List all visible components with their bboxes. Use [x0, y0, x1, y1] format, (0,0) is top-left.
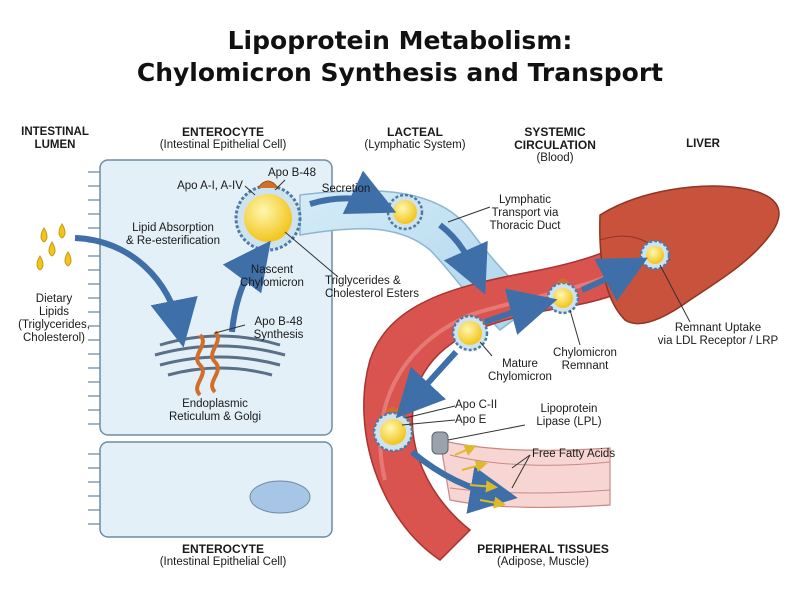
label-free-fatty-acids: Free Fatty Acids [532, 448, 616, 460]
header-enterocyte-top-sub: (Intestinal Epithelial Cell) [159, 139, 287, 151]
microvilli [88, 171, 100, 425]
chylomicron-lacteal [386, 193, 424, 231]
leader-lines [214, 179, 691, 489]
header-enterocyte-bottom-name: ENTEROCYTE [181, 542, 264, 556]
lpl-enzyme-icon [431, 431, 449, 455]
lipid-droplets-icon [36, 223, 72, 271]
liver [599, 185, 780, 325]
remnant-in-liver [639, 239, 671, 271]
nascent-chylomicron [234, 180, 302, 252]
label-dietary-lipids: Dietary Lipids (Triglycerides, Cholester… [18, 293, 90, 344]
ffa-arrows [454, 444, 506, 509]
title-line2: Chylomicron Synthesis and Transport [136, 58, 664, 87]
header-peripheral-sub: (Adipose, Muscle) [496, 556, 590, 568]
header-liver: LIVER [686, 138, 720, 150]
nucleus [249, 480, 311, 514]
header-systemic-sub: (Blood) [536, 152, 574, 164]
flow-arrows [74, 170, 648, 514]
header-peripheral-name: PERIPHERAL TISSUES [477, 542, 609, 556]
title-line1: Lipoprotein Metabolism: [227, 26, 573, 55]
label-lipid-absorption: Lipid Absorption & Re-esterification [126, 222, 220, 247]
header-enterocyte-bottom: ENTEROCYTE (Intestinal Epithelial Cell) [143, 543, 303, 569]
chylomicron-capillary [372, 407, 414, 453]
label-chylomicron-remnant: Chylomicron Remnant [553, 347, 617, 372]
label-apo-ai: Apo A-I, A-IV [177, 180, 243, 192]
label-apo-cii: Apo C-II [455, 399, 498, 411]
label-tg-ce: Triglycerides & Cholesterol Esters [325, 275, 419, 300]
label-mature-chylomicron: Mature Chylomicron [488, 358, 552, 383]
header-lacteal: LACTEAL (Lymphatic System) [355, 126, 475, 152]
header-peripheral: PERIPHERAL TISSUES (Adipose, Muscle) [468, 543, 618, 569]
label-apo-e: Apo E [455, 414, 487, 426]
header-lacteal-name: LACTEAL [387, 125, 443, 139]
label-lymphatic-transport: Lymphatic Transport via Thoracic Duct [489, 194, 561, 232]
enterocyte-cell-top [88, 159, 333, 436]
label-er-golgi: Endoplasmic Reticulum & Golgi [168, 398, 262, 423]
label-secretion: Secretion [321, 183, 371, 195]
header-systemic: SYSTEMIC CIRCULATION (Blood) [500, 126, 610, 165]
label-apo-b48: Apo B-48 [268, 167, 316, 179]
mature-chylomicron [451, 314, 489, 352]
enterocyte-cell-bottom [88, 441, 333, 538]
header-enterocyte-top-name: ENTEROCYTE [181, 125, 264, 139]
header-systemic-name: SYSTEMIC CIRCULATION [514, 125, 596, 152]
header-intestinal-lumen: INTESTINAL LUMEN [21, 126, 89, 151]
header-enterocyte-bottom-sub: (Intestinal Epithelial Cell) [159, 556, 287, 568]
label-nascent-chylomicron: Nascent Chylomicron [240, 264, 304, 289]
header-lacteal-sub: (Lymphatic System) [364, 139, 466, 151]
label-apob48-synthesis: Apo B-48 Synthesis [253, 316, 304, 341]
label-remnant-uptake: Remnant Uptake via LDL Receptor / LRP [657, 322, 779, 347]
label-lpl: Lipoprotein Lipase (LPL) [536, 403, 602, 428]
header-enterocyte-top: ENTEROCYTE (Intestinal Epithelial Cell) [148, 126, 298, 152]
